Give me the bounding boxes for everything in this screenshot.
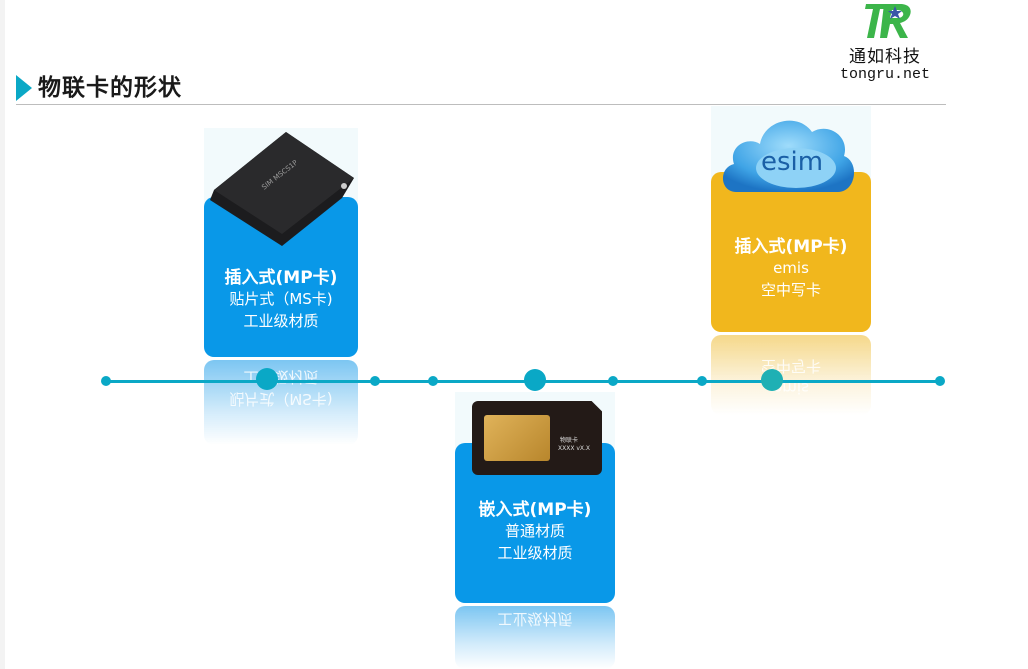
- timeline-dot: [370, 376, 380, 386]
- reflection-line: 空中写卡: [760, 357, 821, 375]
- card-line: 工业级材质: [497, 544, 573, 562]
- card-title: 嵌入式(MP卡): [478, 500, 592, 520]
- card-line: 空中写卡: [760, 281, 821, 299]
- page-title: 物联卡的形状: [38, 75, 182, 101]
- card-title: 插入式(MP卡): [224, 268, 338, 288]
- timeline-dot: [608, 376, 618, 386]
- esim-cloud-image: [722, 120, 855, 192]
- timeline-node: [524, 369, 546, 391]
- card-2-text: 嵌入式(MP卡) 普通材质 工业级材质: [455, 495, 615, 564]
- sim-code: XXXX vX.X: [558, 445, 591, 452]
- company-logo: 通如科技 tongru.net: [830, 2, 950, 87]
- tr-logo-icon: [865, 4, 911, 38]
- reflection-line: 工业级材质: [243, 368, 319, 386]
- card-3-text: 插入式(MP卡) emis 空中写卡: [711, 232, 871, 301]
- logo-company-name: 通如科技: [849, 47, 921, 67]
- sim-label: 物联卡: [560, 437, 579, 444]
- title-triangle-icon: [16, 75, 32, 101]
- left-edge-strip: [0, 0, 5, 669]
- card-2-reflection: 工业级材质: [455, 606, 615, 669]
- sim-chip-card-image: SIM MSCS1P: [210, 132, 354, 246]
- timeline-node: [761, 369, 783, 391]
- logo-domain: tongru.net: [839, 66, 930, 83]
- card-title: 插入式(MP卡): [734, 237, 848, 257]
- card-3-reflection: emis 空中写卡: [711, 335, 871, 415]
- card-line: emis: [773, 259, 809, 277]
- card-line: 贴片式（MS卡): [229, 290, 333, 308]
- sim-chip-icon: [484, 415, 550, 461]
- reflection-line: 工业级材质: [497, 610, 573, 628]
- timeline-node: [256, 368, 278, 390]
- timeline-dot: [697, 376, 707, 386]
- card-1-text: 插入式(MP卡) 贴片式（MS卡) 工业级材质: [204, 263, 358, 332]
- timeline-dot: [101, 376, 111, 386]
- card-line: 普通材质: [504, 522, 565, 540]
- card-1-reflection: 贴片式（MS卡) 工业级材质: [204, 360, 358, 445]
- timeline-line: [105, 380, 941, 383]
- timeline-dot: [935, 376, 945, 386]
- card-line: 工业级材质: [243, 312, 319, 330]
- card-esim: 插入式(MP卡) emis 空中写卡: [711, 172, 871, 332]
- reflection-line: 贴片式（MS卡): [229, 390, 333, 408]
- page-header: 物联卡的形状: [16, 72, 946, 105]
- timeline-dot: [428, 376, 438, 386]
- sim-card-image: 物联卡 XXXX vX.X: [472, 401, 602, 475]
- esim-label: esim: [761, 147, 824, 177]
